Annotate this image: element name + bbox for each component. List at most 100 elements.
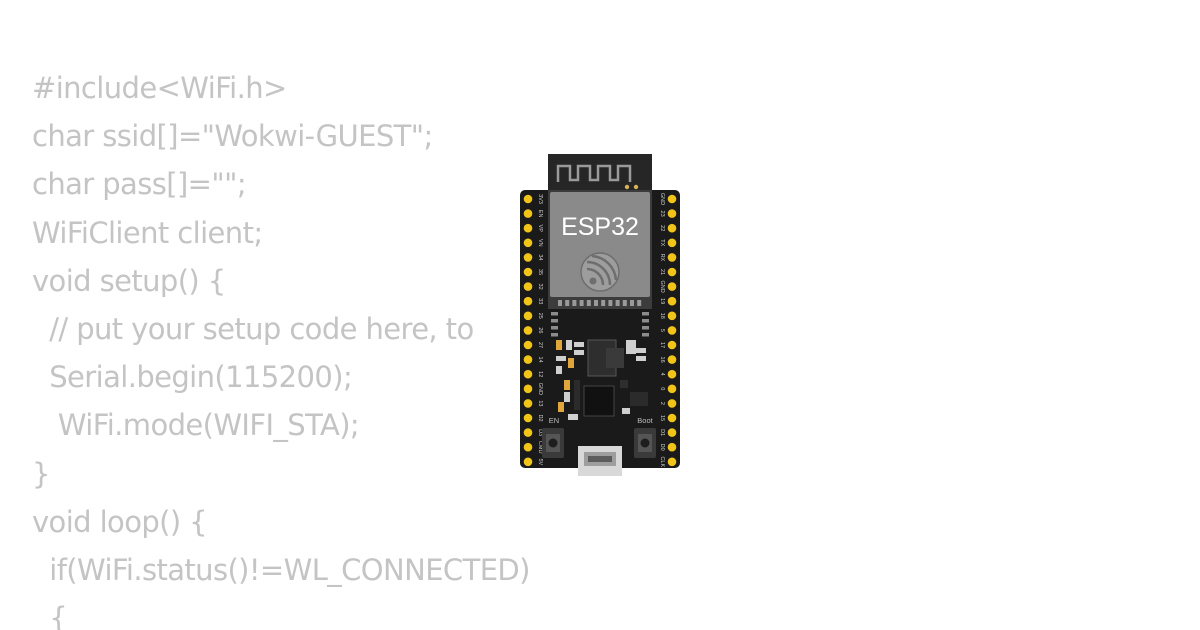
pin-d2[interactable] [523,413,533,423]
pin-23[interactable] [667,209,677,218]
usb-serial-chip [583,385,615,417]
pin-label: D0 [659,444,665,451]
smd-part [564,392,570,402]
pin-5[interactable] [667,326,677,335]
pin-vp[interactable] [523,223,533,233]
pin-label: D2 [537,414,543,421]
smd-part [574,350,584,355]
pin-17[interactable] [667,340,677,350]
smd-part [556,356,566,361]
pin-label: 26 [537,327,543,333]
pin-4[interactable] [667,369,677,379]
code-line: if(WiFi.status()!=WL_CONNECTED) [32,552,530,587]
pin-label: 2 [659,402,665,405]
pin-35[interactable] [523,267,533,277]
module-pad [630,300,634,306]
left-pin-labels: 3V3ENVPVN343532332526271412GND13D2D3CMD5… [537,194,543,465]
boot-button-label: Boot [637,416,653,425]
pin-cmd[interactable] [523,442,533,452]
pin-label: GND [537,383,543,395]
pin-label: D1 [659,429,665,436]
pin-label: 13 [537,400,543,406]
pin-label: 5 [659,329,665,332]
pin-21[interactable] [667,267,677,277]
pin-label: 17 [659,342,665,348]
pin-label: 32 [537,284,543,290]
code-line: { [32,601,68,630]
micro-usb-port[interactable] [578,446,622,476]
pin-27[interactable] [523,340,533,350]
smd-part [574,342,584,347]
smd-part [622,408,630,414]
pin-12[interactable] [523,369,533,379]
pin-14[interactable] [523,355,533,364]
pin-26[interactable] [523,326,533,335]
pin-34[interactable] [523,253,533,262]
module-pad [551,319,558,323]
pin-label: 21 [659,269,665,275]
pin-2[interactable] [667,399,677,408]
pin-label: 35 [537,269,543,275]
pin-gnd[interactable] [667,194,677,204]
pin-label: 18 [659,313,665,319]
pin-0[interactable] [667,384,677,394]
pin-d3[interactable] [523,428,533,437]
module-pads [551,300,649,337]
module-pad [551,312,558,316]
smd-part [626,340,636,354]
module-pad [615,300,620,306]
pin-label: 0 [659,387,665,390]
code-line: #include<WiFi.h> [32,71,287,105]
pin-label: 19 [659,298,665,304]
module-pad [642,333,649,337]
pin-16[interactable] [667,355,677,364]
chip-label: ESP32 [561,213,639,241]
pin-label: 27 [537,342,543,348]
module-pad [594,300,598,306]
pin-22[interactable] [667,223,677,233]
espressif-logo-icon [580,252,620,292]
pin-gnd[interactable] [667,282,677,291]
wroom-module: ESP32 [548,154,652,337]
pin-3v3[interactable] [523,194,533,204]
pin-vn[interactable] [523,238,533,248]
code-line: void loop() { [32,504,208,539]
pin-label: 3V3 [537,194,543,204]
module-pad [637,300,642,306]
module-pad [642,319,649,323]
pin-en[interactable] [523,209,533,218]
pin-5v[interactable] [523,457,533,467]
pin-19[interactable] [667,296,677,306]
pin-label: CMD [537,441,543,454]
pin-rx[interactable] [667,253,677,262]
smd-part [568,358,574,368]
pin-15[interactable] [667,413,677,423]
smd-part [620,380,628,388]
en-button[interactable] [542,428,564,458]
pin-d0[interactable] [667,442,677,452]
module-pad [558,300,562,306]
pin-13[interactable] [523,399,533,408]
boot-button[interactable] [634,428,656,458]
module-pad [565,300,570,306]
pin-clk[interactable] [667,457,677,467]
pin-25[interactable] [523,311,533,321]
pin-d1[interactable] [667,428,677,437]
pin-gnd[interactable] [523,384,533,394]
smd-part [556,340,562,350]
pin-label: GND [659,193,665,205]
module-pad [551,333,558,337]
pin-label: 25 [537,313,543,319]
pin-32[interactable] [523,282,533,291]
pin-tx[interactable] [667,238,677,248]
pin-33[interactable] [523,296,533,306]
pin-label: 5V [537,458,543,465]
pin-label: 22 [659,225,665,231]
pin-18[interactable] [667,311,677,321]
smd-part [636,356,646,361]
pin-label: 15 [659,415,665,421]
pin-label: CLK [659,456,665,467]
left-pin-header [523,194,533,467]
module-pad [622,300,627,306]
